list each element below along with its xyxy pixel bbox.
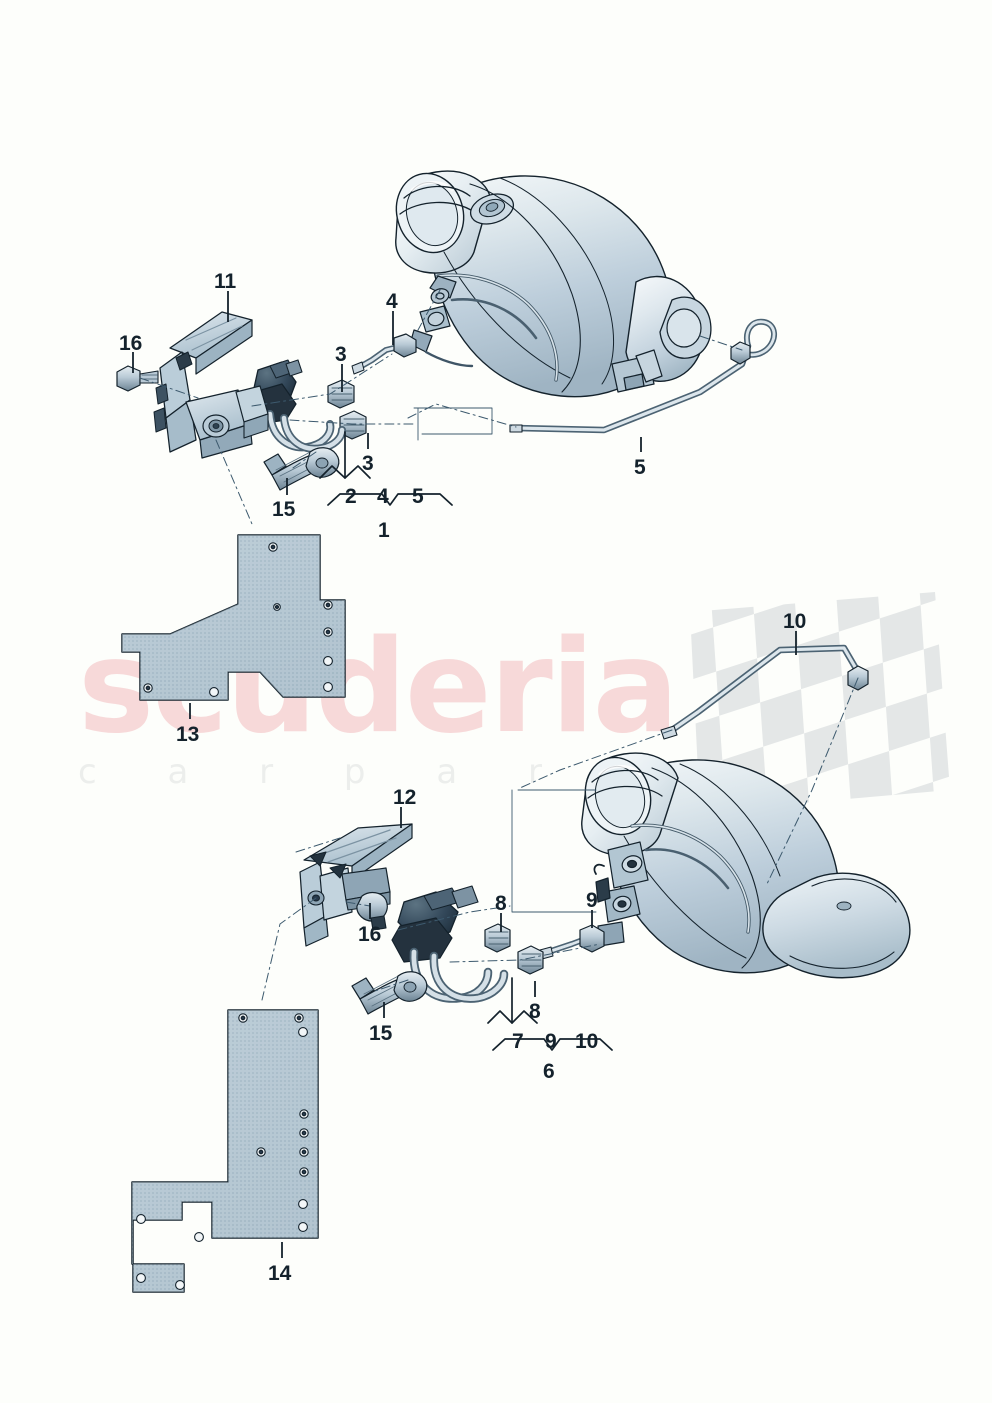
assembly-axis-lower — [261, 677, 859, 1001]
hex-socket-bolt-upper — [263, 447, 340, 491]
brace-lower-outer — [492, 1038, 613, 1051]
brace-upper-outer — [327, 493, 453, 506]
hex-socket-bolt-lower — [351, 971, 428, 1015]
differential-pressure-sensor-lower — [391, 885, 509, 1003]
heat-shield-upper — [121, 534, 346, 701]
pressure-pipe-long-lower — [660, 644, 869, 740]
hex-flange-bolt-lower — [356, 891, 388, 931]
hose-clamp-lower-b — [517, 945, 544, 975]
hose-clamp-lower-a — [484, 923, 511, 953]
pressure-pipe-short-lower — [539, 924, 605, 960]
heat-shield-lower — [131, 1009, 319, 1293]
pressure-pipe-short-upper — [351, 333, 417, 375]
sensor-mounting-bracket-upper — [153, 311, 269, 459]
assembly-axis-lower-thin — [511, 789, 597, 913]
sensor-mounting-bracket-lower — [299, 823, 413, 947]
diesel-particulate-filter-lower — [581, 752, 911, 979]
diesel-particulate-filter-upper — [395, 170, 712, 398]
pressure-pipe-long-upper — [509, 318, 777, 434]
brace-upper-inner — [319, 431, 371, 479]
assembly-axis-upper — [139, 289, 743, 525]
assembly-axis-upper-thin — [413, 407, 493, 441]
brace-lower-inner — [487, 977, 538, 1024]
hex-flange-bolt-upper — [116, 365, 159, 392]
hose-clamp-upper-a — [327, 379, 355, 409]
